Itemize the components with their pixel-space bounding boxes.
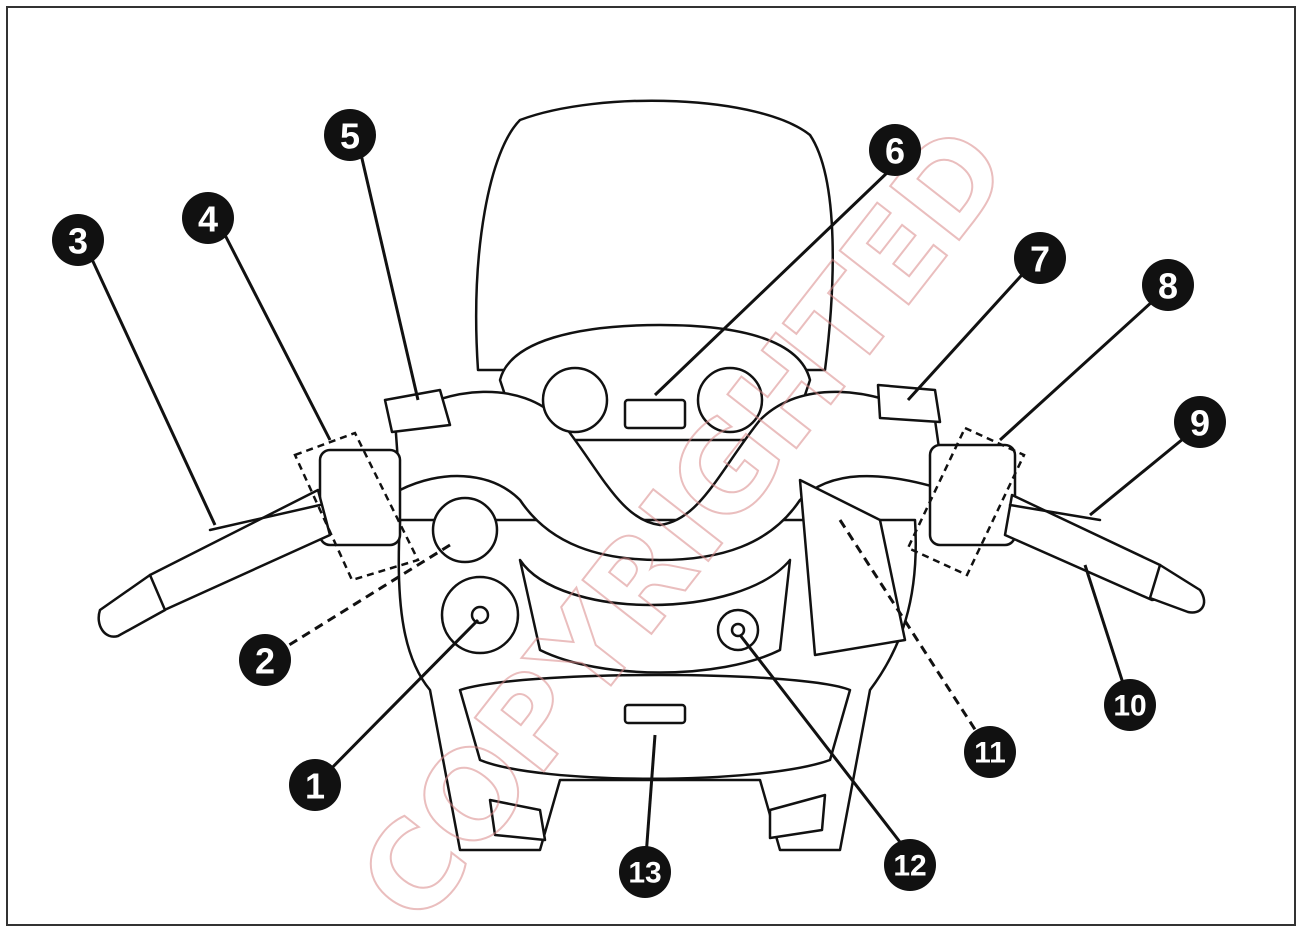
callout-badge-4 [182, 192, 234, 244]
callout-badge-1 [289, 759, 341, 811]
glovebox-latch [623, 703, 687, 725]
callout-badge-13 [619, 846, 671, 898]
callout-badge-10 [1104, 679, 1156, 731]
callout-number-11: 11 [974, 737, 1006, 770]
left-cup [431, 496, 499, 564]
left-gauge [541, 366, 609, 434]
glovebox-panel [458, 673, 852, 780]
callout-number-4: 4 [198, 199, 218, 240]
callout-badge-9 [1174, 396, 1226, 448]
callout-number-3: 3 [68, 221, 88, 262]
right-gauge [696, 366, 764, 434]
lower-left-vent [488, 798, 547, 842]
leader-7 [906, 253, 1042, 402]
leader-3 [88, 254, 217, 526]
leader-1 [313, 618, 480, 787]
right-mirror-mount [876, 383, 942, 424]
leader-4 [223, 234, 332, 441]
callout-number-6: 6 [885, 131, 905, 172]
seat-lock-slot [730, 622, 746, 638]
callout-number-5: 5 [340, 116, 360, 157]
right-lever [1008, 503, 1102, 522]
callout-badge-12 [884, 839, 936, 891]
lcd-display [623, 398, 687, 430]
leader-6 [653, 168, 892, 397]
callout-badge-7 [1014, 232, 1066, 284]
callout-badge-3 [52, 214, 104, 266]
leader-2 [264, 543, 451, 662]
callout-badge-8 [1142, 259, 1194, 311]
callout-number-7: 7 [1030, 239, 1050, 280]
ignition-key-slot [470, 605, 490, 625]
right-switch-housing [928, 443, 1017, 547]
lower-right-vent [768, 793, 827, 840]
callout-badge-6 [869, 124, 921, 176]
right-panel [798, 478, 907, 657]
diagram-frame [6, 6, 1296, 926]
left-bar-end [97, 573, 167, 638]
callout-badge-2 [239, 634, 291, 686]
left-mirror-mount [383, 388, 452, 434]
leader-5 [358, 149, 420, 401]
leader-8 [998, 288, 1167, 442]
callout-number-10: 10 [1113, 690, 1146, 723]
callout-number-8: 8 [1158, 266, 1178, 307]
left-switch-highlight [293, 431, 420, 582]
right-switch-highlight [906, 426, 1026, 577]
left-lever [208, 503, 322, 532]
callout-number-9: 9 [1190, 403, 1210, 444]
callout-badge-5 [324, 109, 376, 161]
callout-badge-11 [964, 726, 1016, 778]
right-grip [1003, 493, 1169, 602]
callout-number-12: 12 [893, 850, 926, 883]
right-bar-end [1148, 563, 1206, 614]
callout-number-1: 1 [305, 766, 325, 807]
callout-number-13: 13 [628, 857, 661, 890]
leader-12 [738, 634, 912, 856]
windscreen [475, 99, 834, 372]
callout-number-2: 2 [255, 641, 275, 682]
